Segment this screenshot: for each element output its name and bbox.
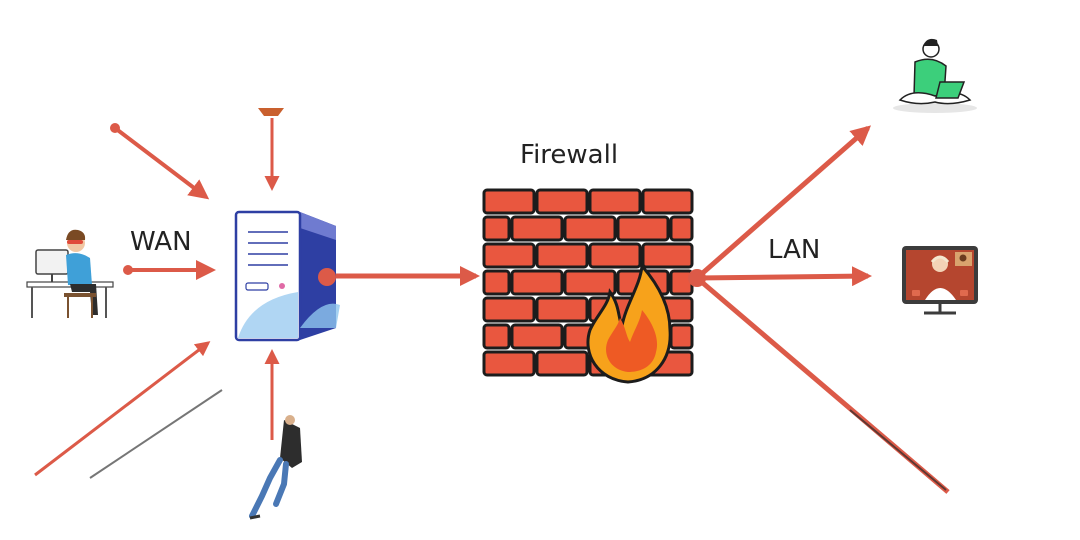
wan-arrows (34, 108, 284, 479)
brick (669, 323, 694, 350)
brick (510, 323, 564, 350)
server-icon (234, 210, 340, 342)
brick (641, 242, 694, 269)
lan-label: LAN (768, 235, 820, 265)
brick (641, 188, 694, 215)
brick (669, 215, 694, 242)
laptop-user-icon (893, 38, 977, 113)
brick (510, 215, 564, 242)
intruder-icon (249, 415, 302, 520)
brick (563, 215, 617, 242)
arrow-to-laptop-user (695, 125, 872, 280)
brick (535, 350, 589, 377)
arrow-wan (123, 260, 216, 280)
brick (482, 323, 511, 350)
brick (482, 296, 536, 323)
brick (482, 215, 511, 242)
flame-icon (586, 262, 672, 384)
firewall-label: Firewall (520, 140, 618, 170)
arrow-bottom-left (34, 341, 223, 479)
brick (510, 269, 564, 296)
lan-arrows (688, 125, 950, 494)
brick (588, 188, 642, 215)
arrow-to-video-call (696, 266, 872, 287)
video-call-icon (902, 246, 978, 315)
brick (535, 296, 589, 323)
brick (535, 242, 589, 269)
brick (482, 350, 536, 377)
brick (616, 215, 670, 242)
brick (482, 269, 511, 296)
desk-worker-icon (26, 229, 114, 318)
brick (535, 188, 589, 215)
brick (563, 269, 617, 296)
wan-label: WAN (130, 227, 192, 257)
arrow-top-left (110, 123, 210, 200)
brick (588, 242, 642, 269)
brick (482, 242, 536, 269)
brick (482, 188, 536, 215)
arrow-top (258, 108, 284, 191)
